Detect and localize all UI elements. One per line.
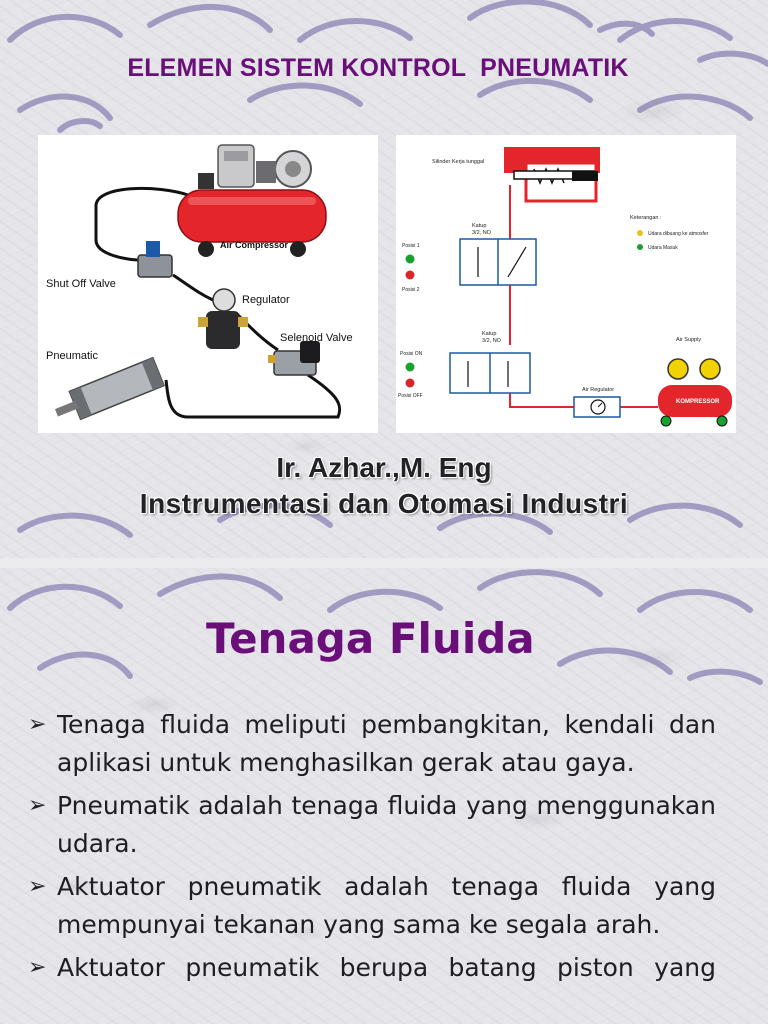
slide-1: ELEMEN SISTEM KONTROL PNEUMATIK Air Comp… xyxy=(0,0,768,558)
slide-title: ELEMEN SISTEM KONTROL PNEUMATIK xyxy=(127,54,629,82)
position1-lamp-icon xyxy=(405,254,415,264)
bullet-item: ➢ Aktuator pneumatik adalah tenaga fluid… xyxy=(28,868,716,944)
air-regulator-label: Air Regulator xyxy=(582,387,614,393)
author-department: Instrumentasi dan Otomasi Industri xyxy=(139,488,629,519)
slide-2: Tenaga Fluida ➢ Tenaga fluida meliputi p… xyxy=(0,568,768,1024)
bullet-text: Pneumatik adalah tenaga fluida yang meng… xyxy=(57,791,716,858)
valve1-label: Katup xyxy=(472,223,486,229)
bullet-text: Aktuator pneumatik berupa batang piston … xyxy=(57,953,716,982)
bullet-item: ➢ Tenaga fluida meliputi pembangkitan, k… xyxy=(28,706,716,782)
valve2-label: Katup xyxy=(482,331,496,337)
valve1-spec: 3/2, NO xyxy=(472,230,492,236)
position1-label: Posisi 1 xyxy=(402,243,420,249)
bullet-item: ➢ Aktuator pneumatik berupa batang pisto… xyxy=(28,949,716,987)
position2-label: Posisi 2 xyxy=(402,287,420,293)
air-supply-label: Air Supply xyxy=(676,337,701,343)
air-compressor-label: Air Compressor xyxy=(220,240,289,250)
pneumatic-circuit-diagram: Silinder Kerja tunggal Katup 3/2, NO Pos… xyxy=(396,135,736,433)
pneumatic-components-image: Air Compressor Shut Off Valve Regulator … xyxy=(38,135,378,433)
position2-lamp-icon xyxy=(405,270,415,280)
cylinder-label: Silinder Kerja tunggal xyxy=(432,159,484,165)
bullet-list: ➢ Tenaga fluida meliputi pembangkitan, k… xyxy=(28,706,716,992)
legend-item-1: Udara dibuang ke atmosfer xyxy=(648,231,709,237)
legend-item-2: Udara Masuk xyxy=(648,245,678,251)
regulator-label: Regulator xyxy=(242,294,290,306)
bullet-text: Aktuator pneumatik adalah tenaga fluida … xyxy=(57,872,716,939)
arrow-bullet-icon: ➢ xyxy=(28,712,47,737)
position-off-lamp-icon xyxy=(405,378,415,388)
position-on-lamp-icon xyxy=(405,362,415,372)
selenoid-valve-label: Selenoid Valve xyxy=(280,332,353,344)
bullet-text: Tenaga fluida meliputi pembangkitan, ken… xyxy=(57,710,716,777)
arrow-bullet-icon: ➢ xyxy=(28,955,47,980)
legend-title: Keterangan : xyxy=(630,215,662,221)
position-off-label: Posisi OFF xyxy=(398,393,423,399)
shut-off-valve-label: Shut Off Valve xyxy=(46,278,116,290)
slide-title: Tenaga Fluida xyxy=(206,614,535,663)
arrow-bullet-icon: ➢ xyxy=(28,793,47,818)
compressor-label: KOMPRESSOR xyxy=(676,399,720,405)
bullet-item: ➢ Pneumatik adalah tenaga fluida yang me… xyxy=(28,787,716,863)
valve2-spec: 3/2, NO xyxy=(482,338,502,344)
pneumatic-label: Pneumatic xyxy=(46,350,98,362)
author-name: Ir. Azhar.,M. Eng xyxy=(276,452,492,483)
position-on-label: Posisi ON xyxy=(400,351,423,357)
arrow-bullet-icon: ➢ xyxy=(28,874,47,899)
